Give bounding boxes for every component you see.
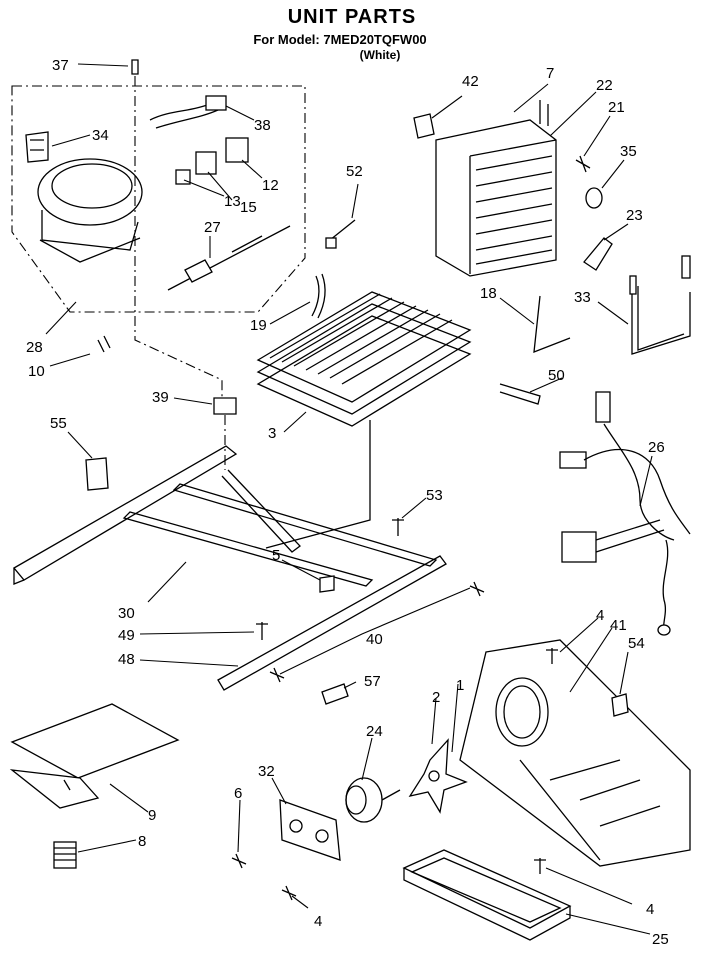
callout-2: 2 <box>432 689 440 706</box>
callout-33: 33 <box>574 289 591 306</box>
callout-13: 13 <box>224 193 241 210</box>
callout-52: 52 <box>346 163 363 180</box>
screw-49 <box>256 622 268 640</box>
callout-27: 27 <box>204 219 221 236</box>
callout-38: 38 <box>254 117 271 134</box>
screw-4b <box>281 885 297 901</box>
capacitor <box>167 225 291 291</box>
callout-40: 40 <box>366 631 383 648</box>
callout-37: 37 <box>52 57 69 74</box>
fan-bracket <box>459 639 691 867</box>
screw-6 <box>231 853 247 869</box>
callout-48: 48 <box>118 651 135 668</box>
callout-26: 26 <box>648 439 665 456</box>
screw-21 <box>575 155 591 173</box>
wire-harness-small <box>149 95 227 129</box>
leveling-foot <box>53 841 77 869</box>
relay-12 <box>225 137 249 163</box>
callout-9: 9 <box>148 807 156 824</box>
callout-23: 23 <box>626 207 643 224</box>
clip-50 <box>499 383 541 405</box>
callout-22: 22 <box>596 77 613 94</box>
diagram-title: UNIT PARTS <box>287 6 417 28</box>
leader-lines <box>45 63 653 935</box>
screw-53 <box>392 518 404 536</box>
callout-18: 18 <box>480 285 497 302</box>
tie-strap-52 <box>325 219 356 249</box>
callout-35: 35 <box>620 143 637 160</box>
callout-5: 5 <box>272 547 280 564</box>
drain-pan <box>402 849 572 941</box>
screw-40 <box>469 581 485 597</box>
clip-10 <box>97 335 111 353</box>
grommet-35 <box>585 187 603 209</box>
fan-blade <box>408 738 468 814</box>
callout-4a: 4 <box>596 607 604 624</box>
screw-48 <box>269 667 285 683</box>
condenser-coil <box>256 291 472 549</box>
base-frame <box>13 445 447 691</box>
grommet-39 <box>213 397 237 415</box>
callout-41: 41 <box>610 617 627 634</box>
callout-19: 19 <box>250 317 267 334</box>
relay-15 <box>195 151 217 175</box>
callout-28: 28 <box>26 339 43 356</box>
callout-6: 6 <box>234 785 242 802</box>
compressor <box>37 158 143 263</box>
callout-4c: 4 <box>646 901 654 918</box>
tube-19 <box>311 273 326 319</box>
grommet-54 <box>611 693 629 717</box>
compressor-group-boundary <box>11 85 306 313</box>
callout-8: 8 <box>138 833 146 850</box>
callout-57: 57 <box>364 673 381 690</box>
clip-23 <box>583 237 613 271</box>
callout-55: 55 <box>50 415 67 432</box>
callout-4b: 4 <box>314 913 322 930</box>
wire-18 <box>533 295 571 353</box>
screw-37 <box>131 59 139 75</box>
clip-55 <box>85 457 109 491</box>
fitting-57 <box>321 683 349 705</box>
callout-3: 3 <box>268 425 276 442</box>
wire-harness-26 <box>559 391 691 636</box>
callout-34: 34 <box>92 127 109 144</box>
callout-24: 24 <box>366 723 383 740</box>
screw-4c <box>534 858 546 874</box>
motor-bracket <box>279 799 341 861</box>
callout-labels: 37 34 38 12 13 15 27 28 10 39 55 42 7 22… <box>26 57 669 948</box>
clip-42 <box>413 113 435 139</box>
insulation-pad <box>9 703 180 809</box>
callout-1: 1 <box>456 677 464 694</box>
callout-32: 32 <box>258 763 275 780</box>
wire-route <box>134 76 223 400</box>
model-number: For Model: 7MED20TQFW00 <box>253 32 427 47</box>
callout-39: 39 <box>152 389 169 406</box>
screw-4a <box>546 648 558 664</box>
callout-12: 12 <box>262 177 279 194</box>
overload-bracket <box>25 131 49 163</box>
heater-33 <box>629 255 691 355</box>
evaporator <box>435 100 557 277</box>
callout-21: 21 <box>608 99 625 116</box>
callout-42: 42 <box>462 73 479 90</box>
model-color: (White) <box>359 48 401 62</box>
callout-7: 7 <box>546 65 554 82</box>
callout-50: 50 <box>548 367 565 384</box>
spacer-5 <box>319 575 335 593</box>
callout-53: 53 <box>426 487 443 504</box>
fan-motor <box>345 777 401 823</box>
callout-15: 15 <box>240 199 257 216</box>
callout-49: 49 <box>118 627 135 644</box>
callout-54: 54 <box>628 635 645 652</box>
callout-30: 30 <box>118 605 135 622</box>
callout-10: 10 <box>28 363 45 380</box>
callout-25: 25 <box>652 931 669 948</box>
